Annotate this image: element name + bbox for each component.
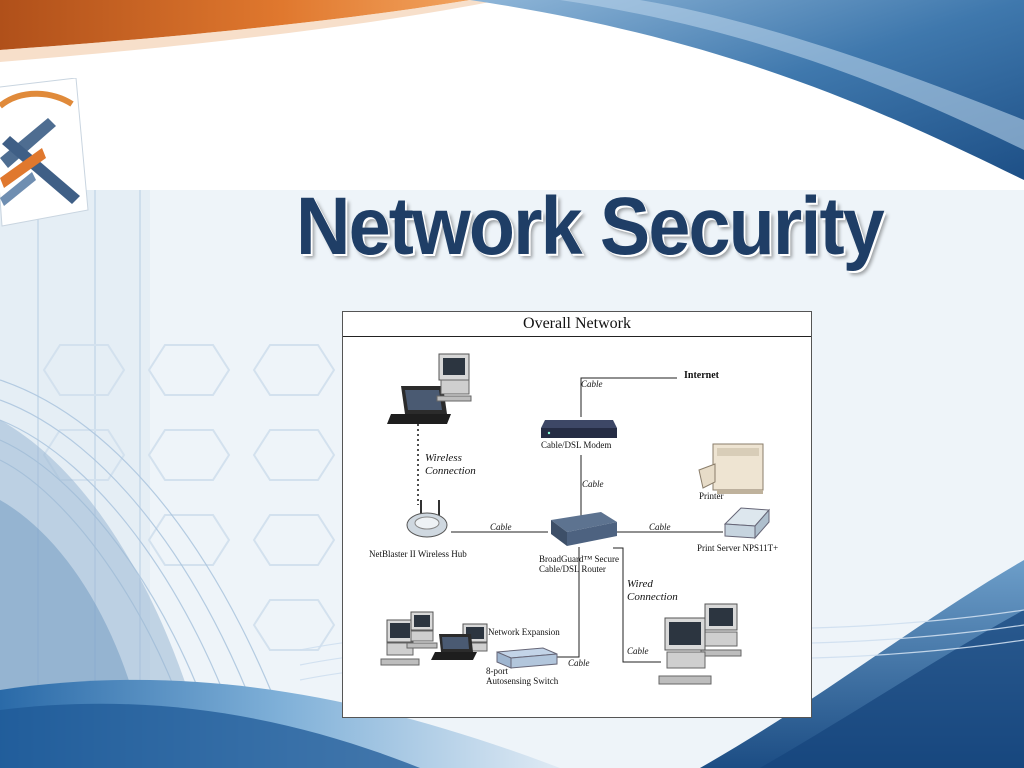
print-server-icon <box>723 507 771 540</box>
router-label-line2: Cable/DSL Router <box>539 564 606 574</box>
modem-icon <box>541 420 617 438</box>
diagram-title: Overall Network <box>523 315 631 332</box>
network-diagram: Overall Network Internet Cable Cable/DSL… <box>342 311 812 718</box>
cable-label-wired: Cable <box>627 646 649 656</box>
printer-icon <box>698 443 764 494</box>
desktop-computer-icon <box>436 353 472 402</box>
wired-computers-icon <box>658 603 742 685</box>
diagram-drawing <box>380 353 771 685</box>
slide-title: Network Security <box>296 181 885 272</box>
cable-label-switch: Cable <box>568 658 590 668</box>
wireless-label-line2: Connection <box>425 465 476 477</box>
switch-label-line2: Autosensing Switch <box>486 676 559 686</box>
connection-lines <box>451 377 723 663</box>
switch-label-line1: 8-port <box>486 666 508 676</box>
wireless-label-line1: Wireless <box>425 452 462 464</box>
expansion-computers-icon <box>380 611 488 666</box>
hub-label: NetBlaster II Wireless Hub <box>369 549 467 559</box>
router-wired-link <box>613 547 661 663</box>
router-label-line1: BroadGuard™ Secure <box>539 554 620 564</box>
wired-label-line2: Connection <box>627 591 678 603</box>
cable-label-router-print: Cable <box>649 522 671 532</box>
router-icon <box>551 512 617 546</box>
print-server-label: Print Server NPS11T+ <box>697 543 779 553</box>
network-expansion-label: Network Expansion <box>488 627 560 637</box>
wireless-hub-icon <box>406 500 448 538</box>
laptop-icon <box>387 386 451 424</box>
cable-label-internet: Cable <box>581 379 603 389</box>
cable-label-modem-router: Cable <box>582 479 604 489</box>
logo <box>0 78 89 227</box>
printer-label: Printer <box>699 491 724 501</box>
cable-label-hub-router: Cable <box>490 522 512 532</box>
switch-icon <box>496 647 558 669</box>
modem-label: Cable/DSL Modem <box>541 440 612 450</box>
wired-label-line1: Wired <box>627 578 653 590</box>
internet-link <box>580 377 677 417</box>
internet-label: Internet <box>684 370 719 381</box>
title-divider <box>343 336 811 337</box>
